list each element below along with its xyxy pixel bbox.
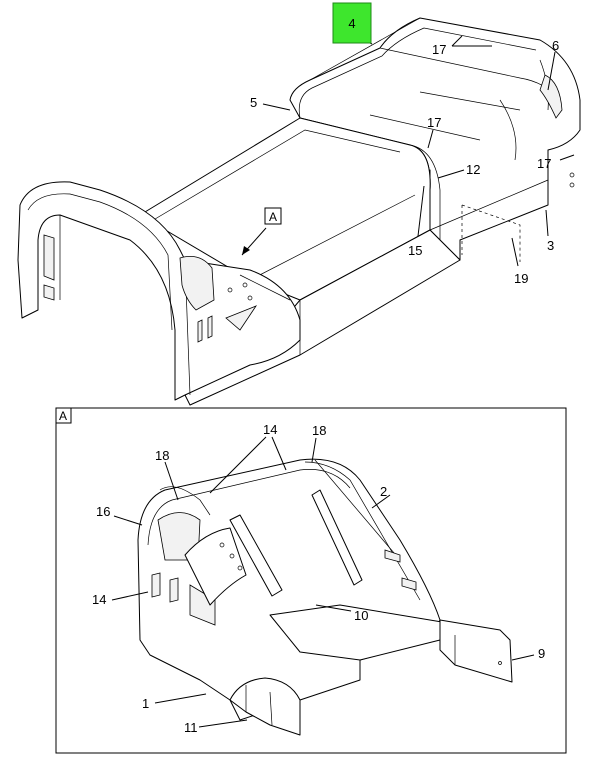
inner-panel-left (229, 514, 283, 597)
callout-19: 19 (514, 271, 528, 286)
callout-16: 16 (96, 504, 110, 519)
bottom-skirt (229, 677, 301, 736)
callout-14-left: 14 (92, 592, 106, 607)
callout-12: 12 (466, 162, 480, 177)
fender-recess (179, 255, 215, 311)
callout-10: 10 (354, 608, 368, 623)
cowl-body (137, 458, 441, 721)
top-assembly: 4 17 6 5 17 12 17 15 3 19 A (17, 2, 581, 406)
callout-18-left: 18 (155, 448, 169, 463)
callout-17-mid: 17 (427, 115, 441, 130)
highlighted-part-box (332, 2, 372, 44)
callout-15: 15 (408, 243, 422, 258)
callout-2: 2 (380, 484, 387, 499)
detail-label-box (55, 407, 72, 424)
step-plate (439, 619, 513, 683)
callout-3: 3 (547, 238, 554, 253)
callout-5: 5 (250, 95, 257, 110)
view-a-marker (264, 207, 282, 225)
vent-panel (184, 527, 247, 606)
callout-6: 6 (552, 38, 559, 53)
detail-a-panel: A (55, 407, 567, 754)
callout-17-top: 17 (432, 42, 446, 57)
callout-18-top: 18 (312, 423, 326, 438)
callout-9: 9 (538, 646, 545, 661)
callout-1: 1 (142, 696, 149, 711)
inner-panel-center (311, 489, 363, 586)
callout-14-top: 14 (263, 422, 277, 437)
window-recess (539, 74, 563, 119)
view-a-label: A (269, 210, 277, 224)
callout-4: 4 (348, 16, 355, 31)
callout-17-right: 17 (537, 156, 551, 171)
callout-11: 11 (184, 720, 198, 735)
detail-label: A (59, 409, 67, 423)
detail-frame (55, 407, 567, 754)
